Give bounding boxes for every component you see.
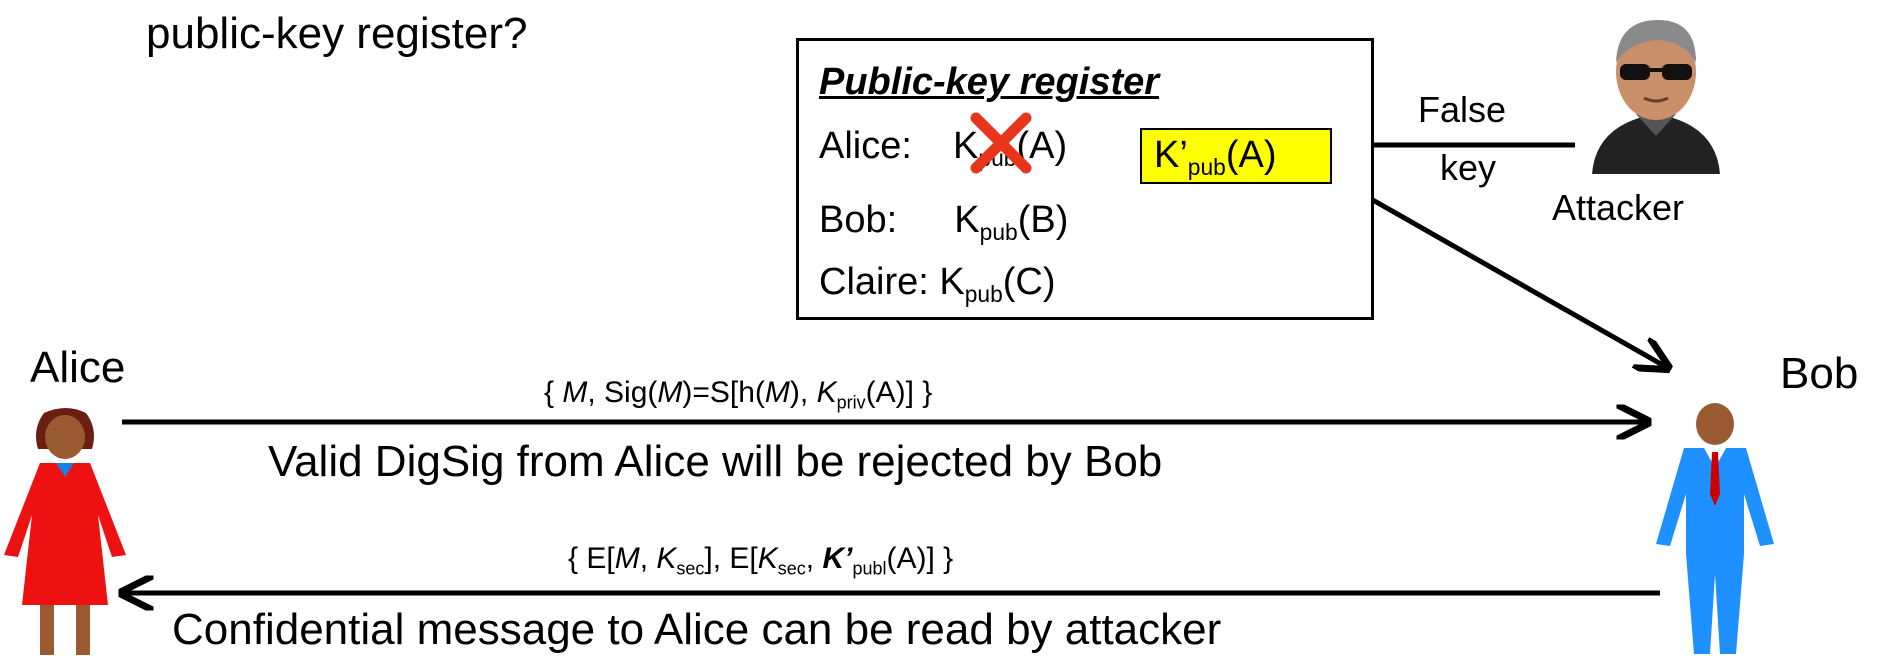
register-name: Claire: xyxy=(819,261,929,303)
register-row-bob: Bob: Kpub(B) xyxy=(819,199,1069,245)
false-key-label-line1: False xyxy=(1418,89,1507,130)
register-row-claire: Claire: Kpub(C) xyxy=(819,261,1056,307)
register-name: Alice: xyxy=(819,125,912,167)
message1-caption: Valid DigSig from Alice will be rejected… xyxy=(268,437,1163,486)
false-key-entry: K’pub(A) xyxy=(1140,128,1332,184)
woman-icon xyxy=(4,408,126,655)
question-tail: public-key register? xyxy=(146,9,528,58)
register-title: Public-key register xyxy=(819,61,1160,103)
message2-caption: Confidential message to Alice can be rea… xyxy=(172,605,1222,654)
register-key: Kpub(C) xyxy=(939,261,1056,307)
false-key-label-line2: key xyxy=(1440,147,1497,188)
register-name: Bob: xyxy=(819,199,898,241)
attacker-label: Attacker xyxy=(1552,187,1685,228)
alice-label: Alice xyxy=(30,343,126,392)
message2-formula: { E[M, Ksec], E[Ksec, K’publ(A)] } xyxy=(568,542,954,579)
register-key: Kpub(B) xyxy=(954,199,1069,245)
attacker-icon xyxy=(1592,20,1720,174)
register-to-bob-arrow xyxy=(1318,167,1668,368)
cross-icon xyxy=(970,112,1032,174)
message1-formula: { M, Sig(M)=S[h(M), Kpriv(A)] } xyxy=(544,376,933,413)
man-icon xyxy=(1656,403,1774,654)
bob-label: Bob xyxy=(1780,349,1859,398)
